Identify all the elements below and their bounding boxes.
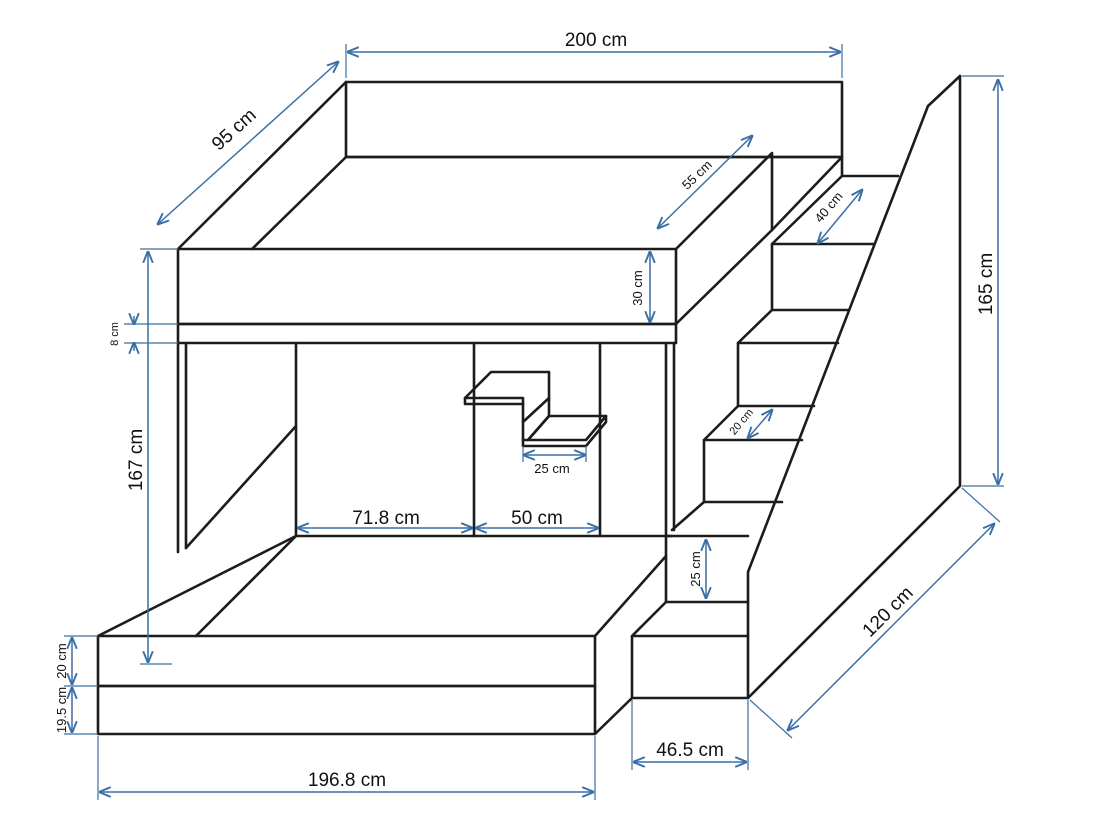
label-height-left: 167 cm xyxy=(126,429,147,491)
label-lower-rail: 20 cm xyxy=(54,643,69,678)
label-stair-width: 46.5 cm xyxy=(656,740,724,761)
label-gap-height: 8 cm xyxy=(109,322,121,346)
label-total-length: 120 cm xyxy=(859,583,918,642)
dimension-labels: 200 cm 95 cm 55 cm 40 cm 165 cm 30 cm 8 … xyxy=(54,30,997,791)
label-total-width: 200 cm xyxy=(565,30,627,51)
label-step-height: 25 cm xyxy=(688,551,703,586)
label-depth-top: 95 cm xyxy=(208,105,261,155)
label-shelf-width: 25 cm xyxy=(534,461,569,476)
dimension-lines xyxy=(64,44,1004,800)
upper-back-panel xyxy=(344,80,844,159)
label-height-right: 165 cm xyxy=(976,253,997,315)
label-rail-depth: 55 cm xyxy=(679,157,715,192)
label-inner-width: 71.8 cm xyxy=(352,508,420,529)
upper-bed-slat xyxy=(176,322,678,345)
wall-shelf xyxy=(463,370,608,448)
label-base-height: 19.5 cm xyxy=(54,687,69,733)
staircase xyxy=(630,74,962,700)
left-post xyxy=(176,341,188,554)
label-rail-height: 30 cm xyxy=(630,270,645,305)
upper-front-rail xyxy=(176,247,678,326)
label-shelf-section: 50 cm xyxy=(511,508,563,529)
lower-base xyxy=(96,684,597,736)
upper-left-edge xyxy=(176,80,348,251)
lower-front-rail xyxy=(96,634,597,688)
lower-bunk-frame xyxy=(96,534,298,638)
label-bottom-width: 196.8 cm xyxy=(308,770,386,791)
back-wall-lines xyxy=(294,341,602,538)
bed-drawing xyxy=(96,74,962,736)
label-stair-depth: 40 cm xyxy=(811,189,845,226)
